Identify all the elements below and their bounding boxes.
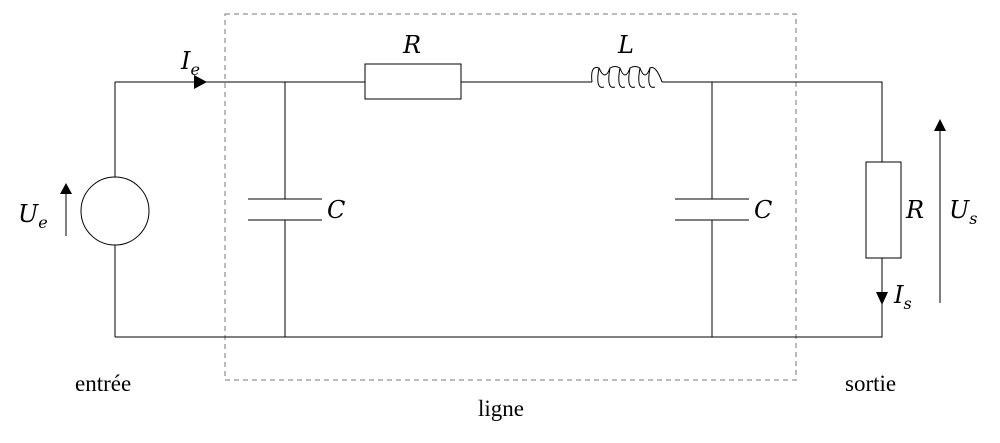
input-current-label: Ie xyxy=(180,47,200,79)
output-label: sortie xyxy=(845,371,896,396)
top-wire xyxy=(115,81,883,162)
input-current-arrow xyxy=(194,75,207,89)
output-current-arrow xyxy=(876,292,888,305)
output-voltage-arrow xyxy=(934,119,946,303)
bottom-wire xyxy=(115,258,883,338)
line-label: ligne xyxy=(478,396,524,421)
load-resistor xyxy=(865,161,902,259)
output-voltage-label: Us xyxy=(949,196,977,228)
voltage-source xyxy=(80,176,150,246)
load-resistor-label: R xyxy=(905,196,924,224)
input-voltage-arrow xyxy=(60,183,72,236)
left-capacitor xyxy=(248,198,322,221)
line-boundary xyxy=(224,13,797,381)
input-label: entrée xyxy=(75,371,131,396)
right-capacitor-label: C xyxy=(754,196,772,224)
series-resistor xyxy=(364,63,462,100)
right-capacitor xyxy=(675,198,749,221)
inductor-coil xyxy=(591,66,663,88)
input-voltage-label: Ue xyxy=(18,200,48,232)
inductor-label: L xyxy=(617,31,634,59)
left-capacitor-label: C xyxy=(327,196,345,224)
output-current-label: Is xyxy=(893,281,912,313)
series-resistor-label: R xyxy=(402,31,421,59)
